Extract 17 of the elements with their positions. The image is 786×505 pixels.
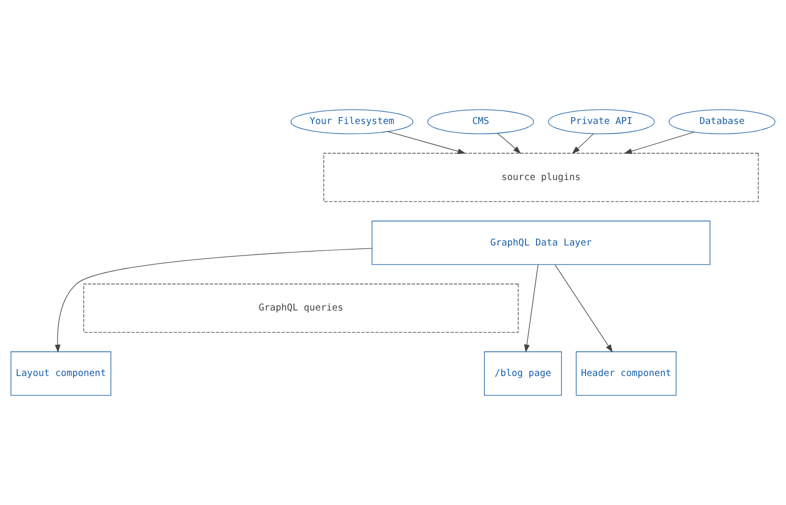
- node-box: GraphQL queries: [83, 284, 519, 333]
- node-box: Header component: [576, 351, 676, 396]
- arrow: [524, 264, 538, 353]
- node-ellipse: Your Filesystem: [290, 109, 414, 134]
- node-ellipse: Private API: [548, 109, 655, 134]
- node-ellipse: CMS: [427, 109, 534, 134]
- arrow: [554, 264, 613, 353]
- arrow: [572, 134, 594, 154]
- arrow: [54, 248, 372, 353]
- node-box: /blog page: [484, 351, 562, 396]
- node-ellipse: Database: [668, 109, 776, 134]
- node-box: GraphQL Data Layer: [372, 220, 710, 265]
- node-box: source plugins: [323, 152, 759, 202]
- arrow: [497, 133, 522, 154]
- arrow: [388, 131, 466, 154]
- node-box: Layout component: [10, 351, 112, 396]
- arrow: [624, 132, 695, 154]
